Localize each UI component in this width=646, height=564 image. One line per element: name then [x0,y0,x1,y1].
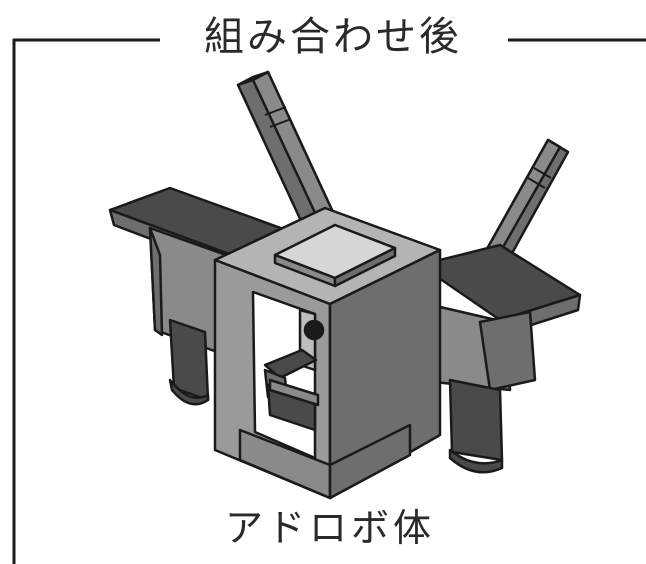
left-antenna [236,70,334,225]
robot-icon [108,70,582,500]
section-heading: 組み合わせ後 [204,14,462,60]
robot-body [213,206,442,500]
robot-name-caption: アドロボ体 [224,506,435,550]
